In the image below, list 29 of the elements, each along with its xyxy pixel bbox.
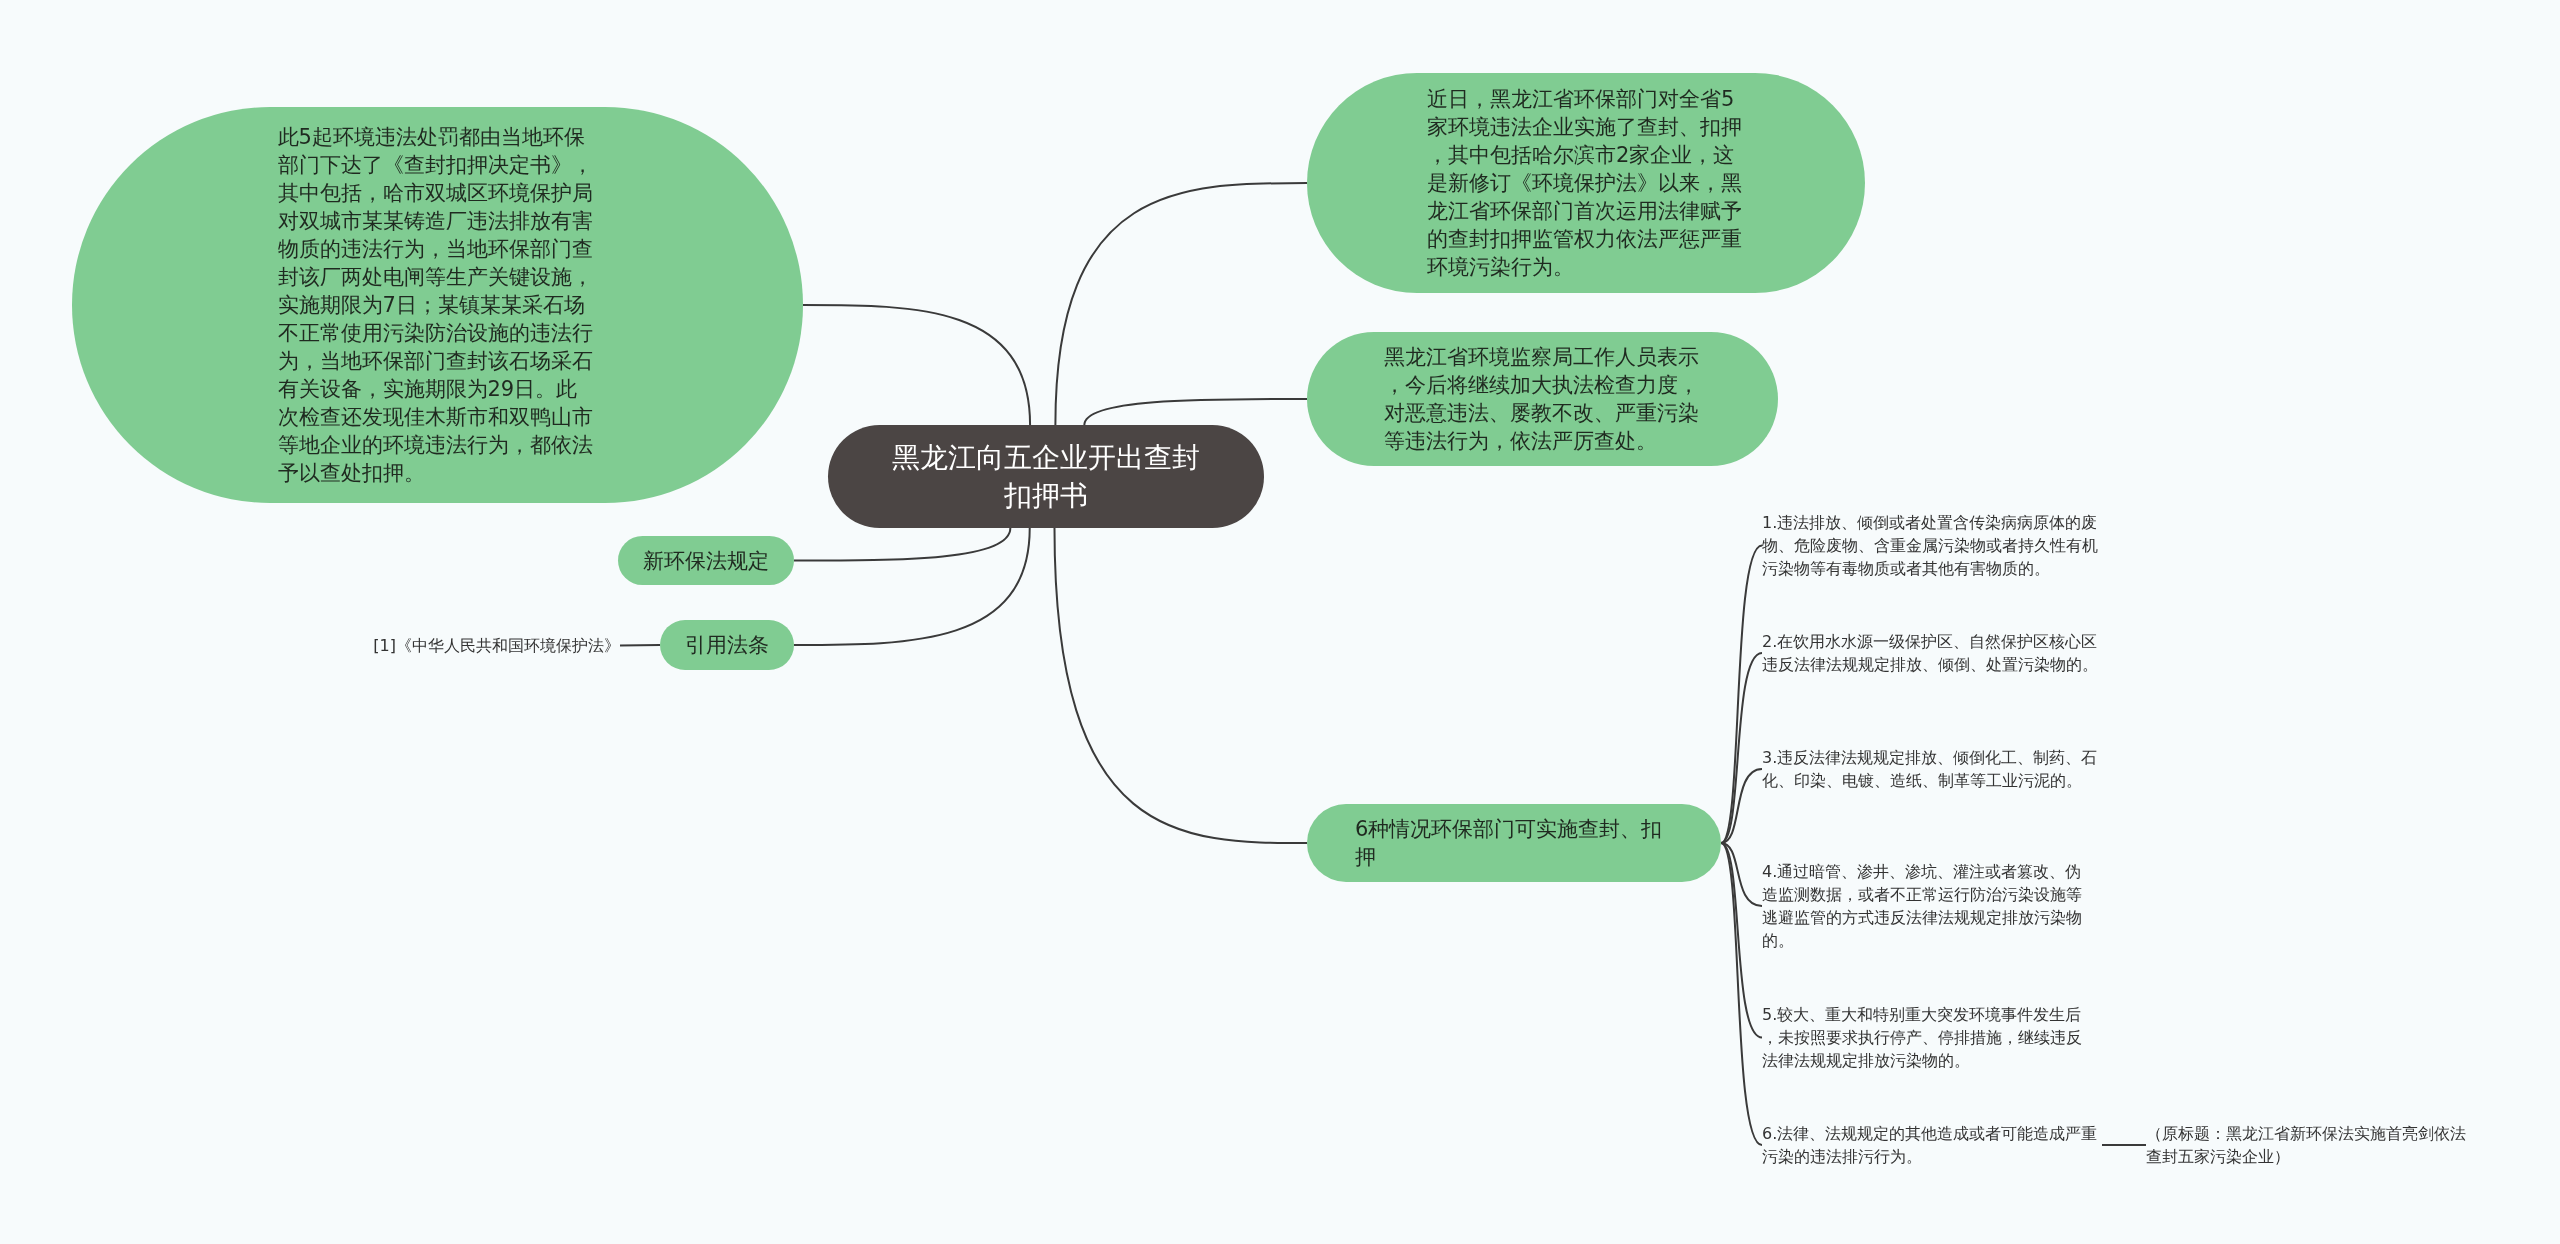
topic-text: 黑龙江省环境监察局工作人员表示，今后将继续加大执法检查力度，对恶意违法、屡教不改、严重污染等违法行为，依法严厉查处。 (1383, 344, 1700, 455)
connector-line (1720, 544, 1763, 844)
connector-line (802, 304, 1032, 426)
reference-text: [1]《中华人民共和国环境保护法》 (373, 634, 620, 657)
subtopic-text: 新环保法规定 (643, 547, 769, 575)
connector-line (1083, 398, 1308, 426)
topic-text: 此5起环境违法处罚都由当地环保部门下达了《查封扣押决定书》，其中包括，哈市双城区环境保护局对双城市某某铸造厂违法排放有害物质的违法行为，当地环保部门查封该厂两处电闸等生产关键设施，实施期限为7日；某镇某某采石场不正常使用污染防治设施的违法行为，当地环保部门查封该石场采石有关设备，实施期限为29日。此次检查还发现佳木斯市和双鸭山市等地企业的环境违法行为，都依法予以查处扣押。 (277, 124, 594, 487)
list-item-text: 5.较大、重大和特别重大突发环境事件发生后，未按照要求执行停产、停排措施，继续违反法律法规规定排放污染物的。 (1762, 1003, 2092, 1072)
list-item-text: 6.法律、法规规定的其他造成或者可能造成严重污染的违法排污行为。 (1762, 1122, 2102, 1168)
topic-text: 6种情况环保部门可实施查封、扣押 (1355, 816, 1664, 871)
connector-line (1053, 527, 1308, 844)
list-item-text: 2.在饮用水水源一级保护区、自然保护区核心区违反法律法规规定排放、倾倒、处置污染物的。 (1762, 630, 2102, 676)
connector-line (2101, 1144, 2147, 1146)
topic-text: 近日，黑龙江省环保部门对全省5家环境违法企业实施了查封、扣押，其中包括哈尔滨市2家企业，这是新修订《环境保护法》以来，黑龙江省环保部门首次运用法律赋予的查封扣押监管权力依法严惩严重环境污染行为。 (1427, 86, 1743, 281)
connector-line (1720, 652, 1763, 844)
subtopic-bubble (618, 536, 794, 585)
connector-line (619, 644, 661, 647)
subtopic-text: 引用法条 (685, 632, 769, 659)
list-item-text: 1.违法排放、倾倒或者处置含传染病病原体的废物、危险废物、含重金属污染物或者持久性有机污染物等有毒物质或者其他有害物质的。 (1762, 511, 2102, 580)
connector-line (1054, 182, 1308, 426)
list-item-text: 3.违反法律法规规定排放、倾倒化工、制药、石化、印染、电镀、造纸、制革等工业污泥的。 (1762, 746, 2102, 792)
connector-line (1720, 842, 1763, 1039)
connector-line (1720, 842, 1763, 1146)
connector-line (793, 527, 1031, 646)
connector-line (793, 527, 1012, 562)
central-topic-text: 黑龙江向五企业开出查封扣押书 (891, 439, 1201, 514)
list-item-text: 4.通过暗管、渗井、渗坑、灌注或者篡改、伪造监测数据，或者不正常运行防治污染设施等逃避监管的方式违反法律法规规定排放污染物的。 (1762, 860, 2092, 952)
source-note-text: （原标题：黑龙江省新环保法实施首亮剑依法查封五家污染企业） (2146, 1122, 2476, 1168)
subtopic-bubble (660, 620, 794, 670)
